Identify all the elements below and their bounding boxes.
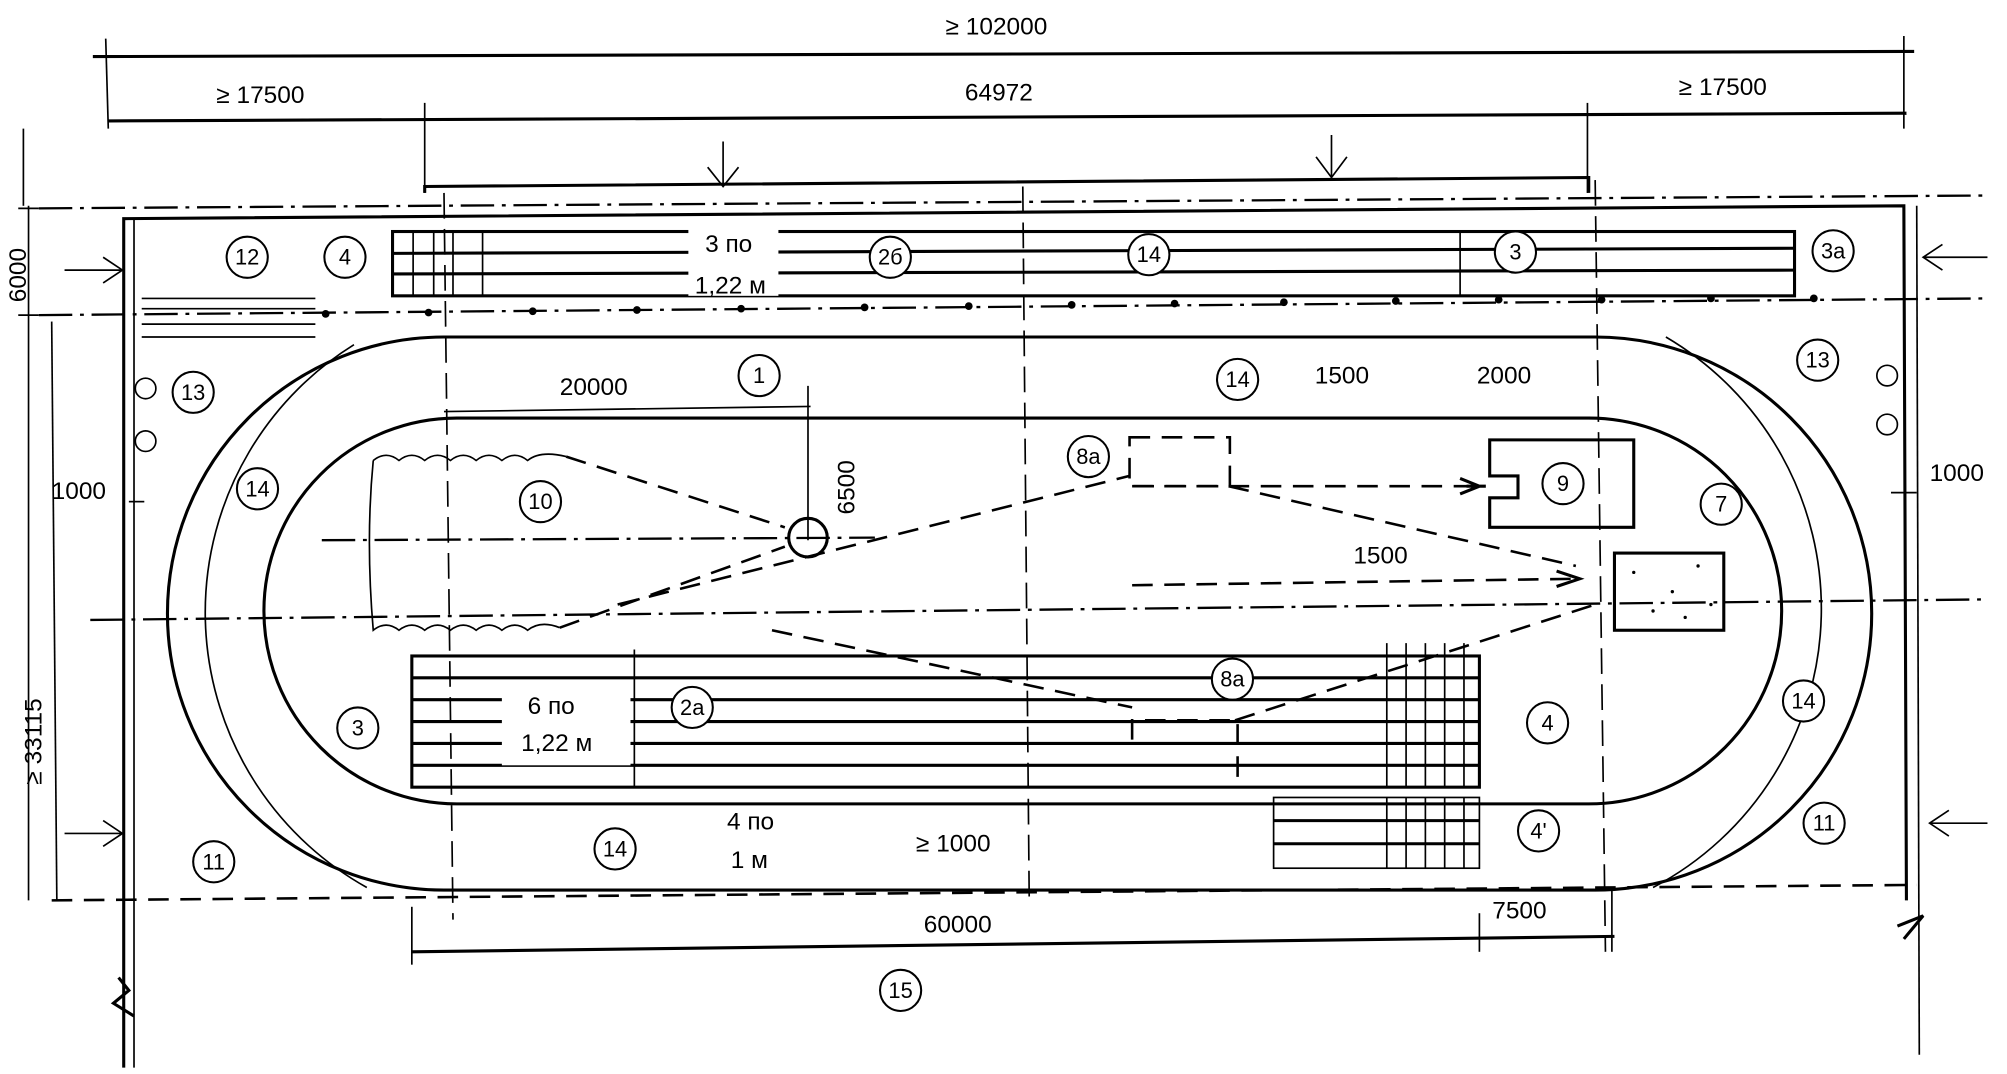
marker-14: 14 xyxy=(235,467,280,511)
dim-offset-1500-mid: 1500 xyxy=(1353,542,1407,569)
marker-11: 11 xyxy=(192,840,236,884)
svg-text:11: 11 xyxy=(1813,811,1836,836)
svg-text:14: 14 xyxy=(1137,242,1161,267)
dim-hammer-6500: 6500 xyxy=(833,460,860,514)
marker-8a: 8а xyxy=(1210,657,1255,701)
svg-text:14: 14 xyxy=(1791,688,1815,713)
field-facilities xyxy=(134,294,1899,779)
dim-middle: 64972 xyxy=(965,79,1033,106)
svg-text:4: 4 xyxy=(1541,710,1553,735)
marker-14: 14 xyxy=(1215,357,1260,402)
dim-straight-20000: 20000 xyxy=(560,374,628,401)
marker-8a: 8а xyxy=(1066,435,1110,479)
marker-4-prime: 4' xyxy=(1516,809,1561,853)
dim-strip-height: 6000 xyxy=(5,248,32,302)
main-lanes xyxy=(410,643,1481,870)
running-track xyxy=(165,335,1874,892)
marker-3: 3 xyxy=(336,706,380,750)
svg-text:3а: 3а xyxy=(1821,238,1846,263)
site-boundary xyxy=(38,135,1988,1068)
marker-2a: 2а xyxy=(670,685,714,730)
svg-text:10: 10 xyxy=(528,489,552,514)
svg-text:13: 13 xyxy=(181,380,205,405)
svg-text:14: 14 xyxy=(245,476,269,501)
marker-4: 4 xyxy=(323,235,367,279)
svg-text:11: 11 xyxy=(202,849,225,874)
callout-markers: 12 4 2б 14 3 3а 13 14 1 13 14 10 8а 9 7 … xyxy=(171,229,1855,1013)
marker-3a: 3а xyxy=(1811,229,1855,273)
marker-13: 13 xyxy=(171,370,215,414)
axis-lines xyxy=(90,180,1988,952)
lane-note-lower-count: 4 по xyxy=(727,809,774,836)
lane-note-top-count: 3 по xyxy=(705,231,752,258)
dim-straight-60000: 60000 xyxy=(924,912,992,939)
marker-1: 1 xyxy=(737,353,781,398)
marker-14: 14 xyxy=(1127,233,1171,277)
marker-13: 13 xyxy=(1796,338,1840,382)
svg-text:4': 4' xyxy=(1530,818,1546,843)
dim-total-length: ≥ 102000 xyxy=(946,14,1048,41)
marker-12: 12 xyxy=(225,235,269,279)
lane-note-top-width: 1,22 м xyxy=(695,272,766,299)
zone-9 xyxy=(1488,438,1636,529)
zone-7-sandpit xyxy=(1612,551,1726,632)
dimension-labels: ≥ 102000 ≥ 17500 64972 ≥ 17500 6000 ≥ 33… xyxy=(5,14,1984,939)
dim-right-zone: ≥ 17500 xyxy=(1679,74,1767,101)
svg-text:2а: 2а xyxy=(680,695,705,720)
dim-left-1000: 1000 xyxy=(52,478,106,505)
dim-left-zone: ≥ 17500 xyxy=(216,82,304,109)
marker-9: 9 xyxy=(1541,462,1585,506)
svg-text:8а: 8а xyxy=(1076,444,1101,469)
dimension-lines xyxy=(18,36,1917,965)
svg-text:9: 9 xyxy=(1557,471,1569,496)
lane-note-main-count: 6 по xyxy=(528,693,575,720)
hammer-circle xyxy=(787,516,829,559)
svg-text:1: 1 xyxy=(753,363,765,388)
dim-right-1000: 1000 xyxy=(1930,460,1984,487)
marker-4: 4 xyxy=(1525,701,1570,745)
marker-11: 11 xyxy=(1802,801,1846,845)
marker-14: 14 xyxy=(593,827,637,871)
dim-gap-1000: ≥ 1000 xyxy=(916,830,991,857)
marker-3: 3 xyxy=(1493,230,1538,274)
svg-text:8а: 8а xyxy=(1220,667,1245,692)
lane-note-lower-width: 1 м xyxy=(731,847,768,874)
marker-2b: 2б xyxy=(868,235,912,279)
marker-14: 14 xyxy=(1781,679,1826,723)
svg-text:15: 15 xyxy=(888,978,912,1003)
marker-10: 10 xyxy=(518,480,563,524)
svg-text:7: 7 xyxy=(1715,492,1727,517)
svg-text:3: 3 xyxy=(1509,240,1521,265)
marker-15: 15 xyxy=(878,968,923,1013)
marker-7: 7 xyxy=(1699,482,1743,526)
zone-8a-top xyxy=(1128,436,1232,488)
svg-text:4: 4 xyxy=(339,245,351,270)
dim-runout-7500: 7500 xyxy=(1492,897,1546,924)
dim-total-width: ≥ 33115 xyxy=(20,698,47,784)
svg-text:14: 14 xyxy=(1225,367,1249,392)
svg-text:14: 14 xyxy=(603,836,627,861)
svg-text:2б: 2б xyxy=(878,245,903,270)
top-lanes xyxy=(390,228,1797,298)
svg-text:13: 13 xyxy=(1806,348,1830,373)
dim-offset-1500-top: 1500 xyxy=(1315,362,1369,389)
dim-offset-2000: 2000 xyxy=(1477,362,1531,389)
svg-text:3: 3 xyxy=(352,716,364,741)
lane-note-main-width: 1,22 м xyxy=(521,730,592,757)
svg-text:12: 12 xyxy=(235,245,259,270)
